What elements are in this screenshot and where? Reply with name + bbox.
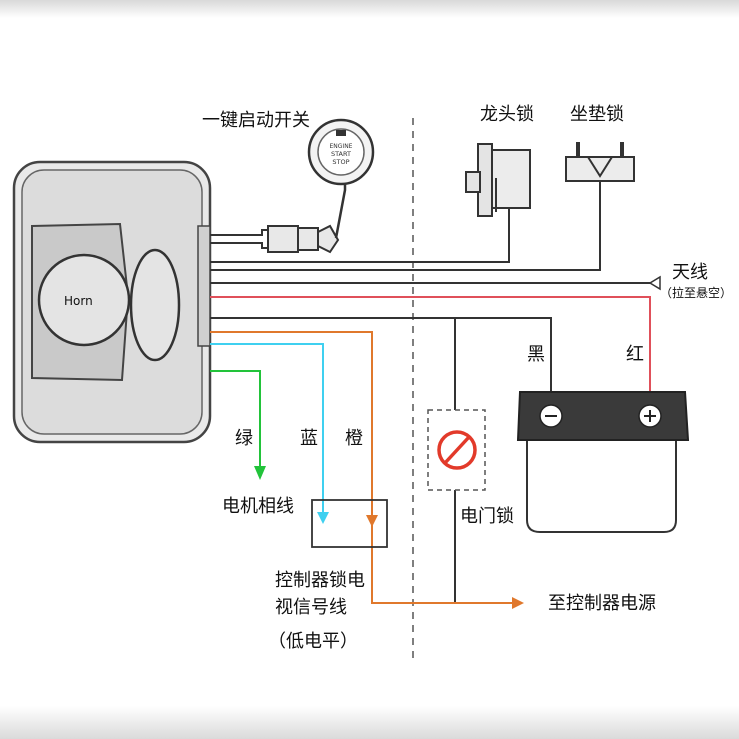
wire-harness-connector <box>197 225 211 347</box>
faucet-lock-device <box>465 143 531 217</box>
alarm-unit: Horn <box>12 160 212 444</box>
label-blue: 蓝 <box>300 428 318 449</box>
label-one-key-start: 一键启动开关 <box>202 110 310 131</box>
label-red: 红 <box>626 344 644 365</box>
top-shade <box>0 0 739 18</box>
label-controller-lock-1: 控制器锁电 <box>275 570 365 591</box>
controller-lock-box <box>311 499 388 548</box>
label-faucet-lock: 龙头锁 <box>480 104 534 125</box>
wire-green <box>210 370 261 470</box>
antenna-tip-icon <box>648 275 661 291</box>
label-antenna-note: （拉至悬空） <box>660 285 732 300</box>
door-lock-symbol <box>427 409 486 491</box>
start-switch-button <box>317 128 365 176</box>
battery <box>516 391 690 533</box>
wire-faucet-lock <box>210 206 510 263</box>
label-black: 黑 <box>527 344 545 365</box>
wire-blue <box>210 343 324 518</box>
label-controller-lock-2: 视信号线 <box>275 597 347 618</box>
plug-connector-left <box>267 225 299 253</box>
bottom-shade <box>0 706 739 739</box>
start-switch-indicator <box>336 130 346 136</box>
switch-text-engine: ENGINE <box>330 143 353 150</box>
orange-arrow-down <box>366 515 378 527</box>
horn-speaker <box>37 253 131 347</box>
blue-arrowhead <box>317 512 329 524</box>
wire-seat-lock <box>210 182 601 271</box>
wire-red <box>210 296 651 392</box>
label-door-lock: 电门锁 <box>460 506 514 527</box>
label-controller-lock-3: （低电平） <box>268 631 358 652</box>
label-to-controller-power: 至控制器电源 <box>548 593 656 614</box>
label-antenna: 天线 <box>672 262 708 283</box>
start-switch: ENGINE START STOP <box>307 118 375 186</box>
wire-start-switch <box>210 178 347 254</box>
wire-black <box>210 317 552 392</box>
battery-body <box>526 440 677 533</box>
label-orange: 橙 <box>345 428 363 449</box>
orange-arrowhead <box>512 597 524 609</box>
horn-label: Horn <box>64 294 93 308</box>
label-green: 绿 <box>235 428 253 449</box>
plug-connector-right <box>297 227 319 251</box>
wire-orange <box>210 331 512 604</box>
switch-text-stop: STOP <box>332 158 349 166</box>
green-arrowhead <box>254 466 266 480</box>
label-motor-phase: 电机相线 <box>222 496 294 517</box>
switch-text-start: START <box>331 150 351 158</box>
alarm-led-window <box>129 248 181 362</box>
battery-top <box>516 391 690 441</box>
label-seat-lock: 坐垫锁 <box>570 104 624 125</box>
seat-lock-device <box>565 142 635 182</box>
